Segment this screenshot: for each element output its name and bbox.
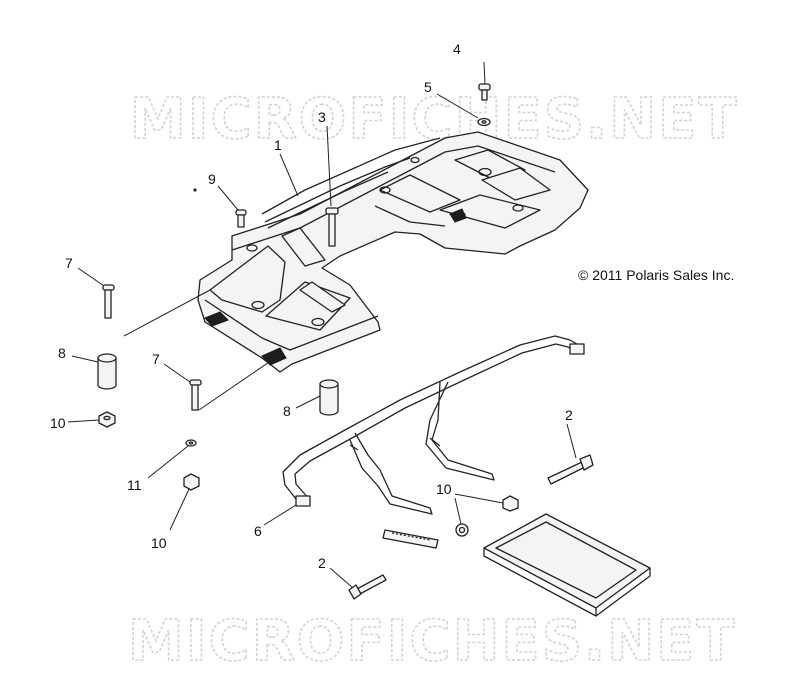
- nut-10-right: [502, 495, 519, 512]
- bolt-7-lower: [189, 379, 202, 411]
- spacer-8-left: [97, 353, 117, 390]
- callout-11: 11: [127, 477, 142, 493]
- bolt-9: [235, 209, 247, 228]
- nut-10-lower: [183, 473, 200, 491]
- copyright-notice: © 2011 Polaris Sales Inc.: [578, 267, 734, 283]
- leader-lines: [67, 61, 577, 589]
- callout-10a: 10: [50, 415, 66, 431]
- callout-8a: 8: [58, 345, 66, 361]
- callout-9: 9: [208, 171, 216, 187]
- callout-2b: 2: [318, 555, 326, 571]
- callout-7b: 7: [152, 351, 160, 367]
- bolt-2-right: [547, 454, 594, 485]
- washer-11: [185, 439, 197, 447]
- callout-1: 1: [274, 137, 282, 153]
- bolt-3: [325, 207, 339, 247]
- bolt-2-bottom: [348, 574, 387, 600]
- callout-2a: 2: [565, 407, 573, 423]
- callout-5: 5: [424, 79, 432, 95]
- callout-10c: 10: [151, 535, 167, 551]
- callout-10b: 10: [436, 481, 452, 497]
- bolt-7-upper: [102, 284, 115, 319]
- callout-8b: 8: [283, 403, 291, 419]
- nut-10-left: [98, 411, 116, 428]
- rear-rack: [193, 131, 589, 373]
- callout-3: 3: [318, 109, 326, 125]
- callouts: 1 2 2 3 4 5 6 7 7 8 8 9 10 10 10 11: [50, 41, 573, 571]
- watermark-top: MICROFICHES.NET: [130, 87, 739, 152]
- watermark-bottom: MICROFICHES.NET: [128, 609, 737, 674]
- washer-5: [477, 117, 491, 127]
- tray: [483, 513, 651, 617]
- rack-frame: [282, 335, 585, 515]
- callout-4: 4: [453, 41, 461, 57]
- mount-plate: [382, 529, 439, 549]
- callout-7a: 7: [65, 255, 73, 271]
- nut-flanged: [455, 523, 469, 537]
- spacer-8-right: [319, 379, 339, 416]
- callout-6: 6: [254, 523, 262, 539]
